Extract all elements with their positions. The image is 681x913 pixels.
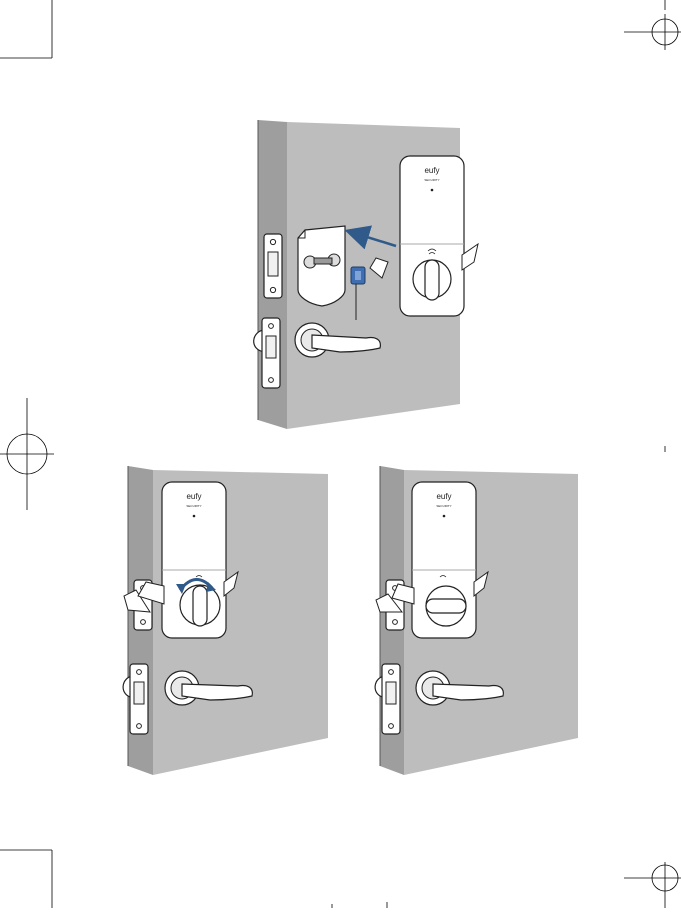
step-locked-position: eufy SECURITY (375, 466, 578, 775)
step-attach-lock: eufy SECURITY (254, 120, 478, 429)
step-rotate-thumbturn: eufy SECURITY (123, 466, 328, 775)
brand-logo: eufy (424, 166, 439, 175)
brand-subtext: SECURITY (436, 504, 451, 508)
latch-faceplate (123, 664, 148, 734)
brand-subtext: SECURITY (424, 178, 439, 182)
brand-subtext: SECURITY (186, 504, 201, 508)
brand-logo: eufy (436, 492, 451, 501)
mounting-plate (298, 226, 345, 306)
deadbolt-faceplate (264, 234, 282, 298)
latch-faceplate (375, 664, 400, 734)
brand-logo: eufy (186, 492, 201, 501)
thumbturn (425, 260, 439, 300)
thumbturn (193, 586, 207, 626)
thumbturn (426, 599, 466, 613)
